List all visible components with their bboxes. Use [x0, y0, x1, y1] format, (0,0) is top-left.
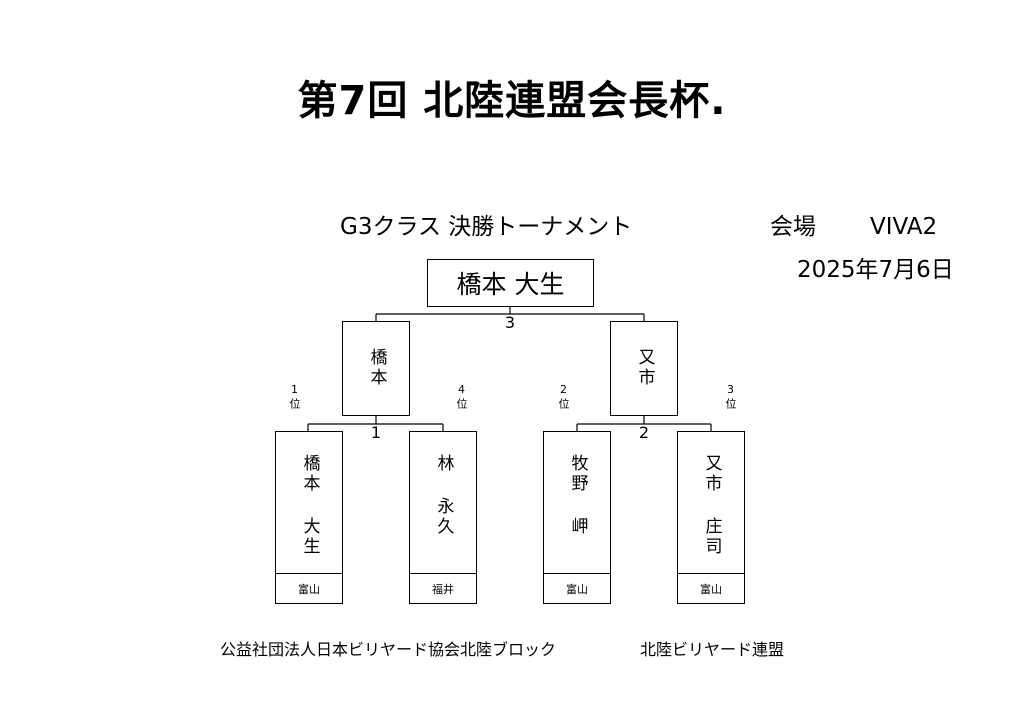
- footer-organizer: 公益社団法人日本ビリヤード協会北陸ブロック: [220, 640, 557, 659]
- rank-label: 2位: [557, 383, 570, 411]
- player-name: 林 永久: [433, 454, 454, 537]
- player-box: 橋本 大生 富山: [275, 431, 343, 604]
- venue-name: VIVA2: [870, 214, 938, 240]
- tournament-subtitle: G3クラス 決勝トーナメント: [340, 214, 633, 240]
- event-date: 2025年7月6日: [797, 257, 954, 283]
- champion-box: 橋本 大生: [427, 259, 594, 307]
- footer-federation: 北陸ビリヤード連盟: [640, 640, 785, 659]
- semifinalist-name: 橋本: [366, 348, 387, 388]
- player-name: 又市 庄司: [701, 454, 722, 557]
- rank-label: 1位: [288, 383, 301, 411]
- champion-name: 橋本 大生: [456, 270, 565, 299]
- player-name: 牧野 岬: [567, 454, 588, 537]
- player-prefecture: 富山: [678, 573, 744, 604]
- semifinal-score-right: 2: [638, 423, 650, 442]
- player-box: 林 永久 福井: [409, 431, 477, 604]
- semifinalist-name: 又市: [634, 348, 655, 388]
- venue-label: 会場: [770, 214, 816, 240]
- semifinal-box-left: 橋本: [342, 321, 410, 416]
- semifinal-box-right: 又市: [610, 321, 678, 416]
- rank-label: 4位: [455, 383, 468, 411]
- player-box: 牧野 岬 富山: [543, 431, 611, 604]
- final-score: 3: [504, 313, 516, 332]
- player-prefecture: 福井: [410, 573, 476, 604]
- player-prefecture: 富山: [544, 573, 610, 604]
- player-box: 又市 庄司 富山: [677, 431, 745, 604]
- semifinal-score-left: 1: [370, 423, 382, 442]
- venue: 会場 VIVA2: [770, 207, 937, 241]
- page-title: 第7回 北陸連盟会長杯.: [297, 78, 727, 124]
- player-prefecture: 富山: [276, 573, 342, 604]
- player-name: 橋本 大生: [299, 454, 320, 557]
- rank-label: 3位: [724, 383, 737, 411]
